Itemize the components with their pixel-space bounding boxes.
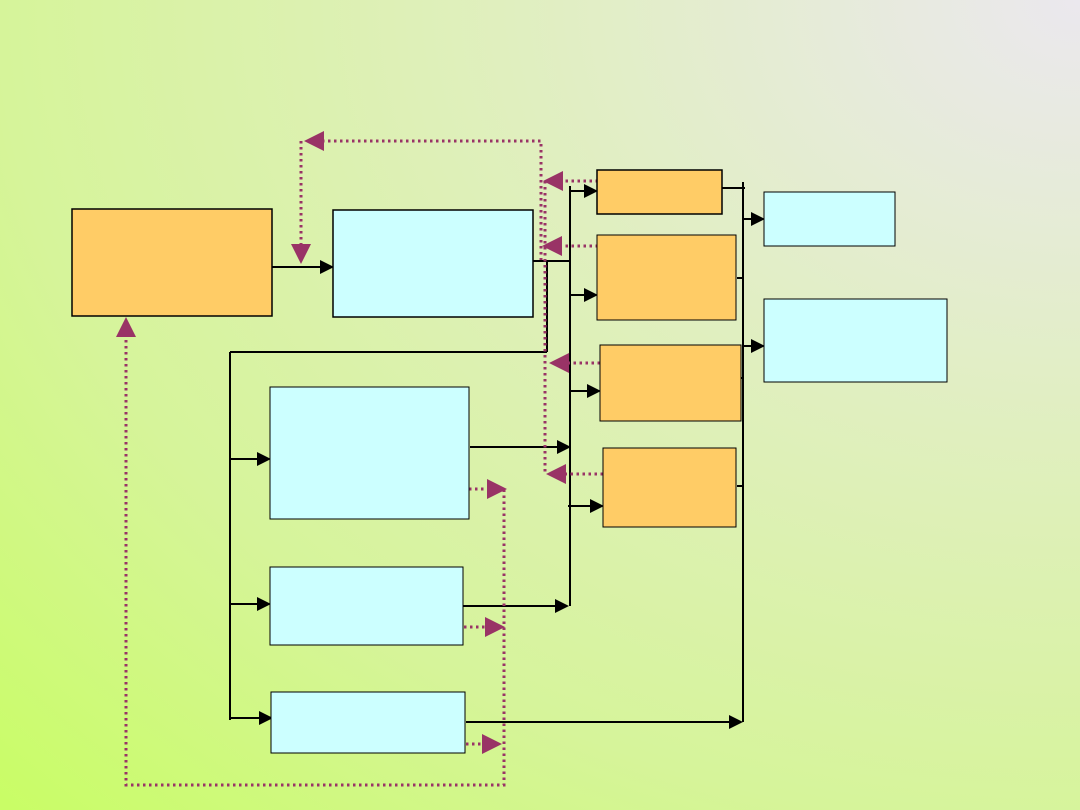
dotted-feedback-connectors	[124, 139, 603, 787]
feedback-arrowhead-down-to-center	[291, 244, 311, 264]
arrowhead-to-orange-2	[584, 288, 598, 302]
feedback-arrowhead-lower-3	[482, 734, 502, 754]
box-orange-right-4	[602, 447, 737, 528]
arrowhead-lower-2-out	[555, 599, 569, 613]
feedback-arrowhead-orange-2	[542, 236, 562, 256]
arrowhead-to-lower-3	[259, 711, 273, 725]
feedback-top-loop	[322, 139, 543, 260]
feedback-arrowheads	[116, 131, 569, 754]
feedback-arrowhead-orange-4	[546, 464, 566, 484]
box-orange-main	[71, 208, 273, 317]
feedback-arrowhead-lower-1	[487, 479, 507, 499]
arrowhead-to-far-right-1	[751, 212, 765, 226]
box-orange-right-2	[596, 234, 737, 321]
box-cyan-lower-2	[269, 566, 464, 646]
feedback-arrowhead-orange-1	[543, 171, 563, 191]
box-orange-right-1	[596, 169, 723, 215]
box-cyan-lower-3	[270, 691, 466, 754]
arrowhead-to-orange-3	[587, 384, 601, 398]
diagram-boxes	[71, 169, 948, 754]
arrowhead-lower-1-out	[557, 440, 571, 454]
arrowhead-to-orange-1	[584, 184, 598, 198]
arrowhead-main-to-center	[320, 260, 334, 274]
feedback-arrowhead-top-left	[304, 131, 324, 151]
arrowhead-to-far-right-2	[751, 339, 765, 353]
arrowhead-to-lower-2	[257, 597, 271, 611]
arrowhead-to-orange-4	[590, 499, 604, 513]
feedback-arrowhead-lower-2	[485, 617, 505, 637]
box-cyan-lower-1	[269, 386, 470, 520]
box-cyan-center	[332, 209, 534, 318]
box-orange-right-3	[599, 344, 742, 422]
box-cyan-far-right-2	[763, 298, 948, 383]
feedback-arrowhead-up-to-main	[116, 317, 136, 337]
solid-arrowheads	[257, 184, 765, 729]
arrowhead-lower-3-out	[729, 715, 743, 729]
box-cyan-far-right-1	[763, 191, 896, 247]
feedback-arrowhead-orange-3	[549, 353, 569, 373]
arrowhead-to-lower-1	[257, 452, 271, 466]
